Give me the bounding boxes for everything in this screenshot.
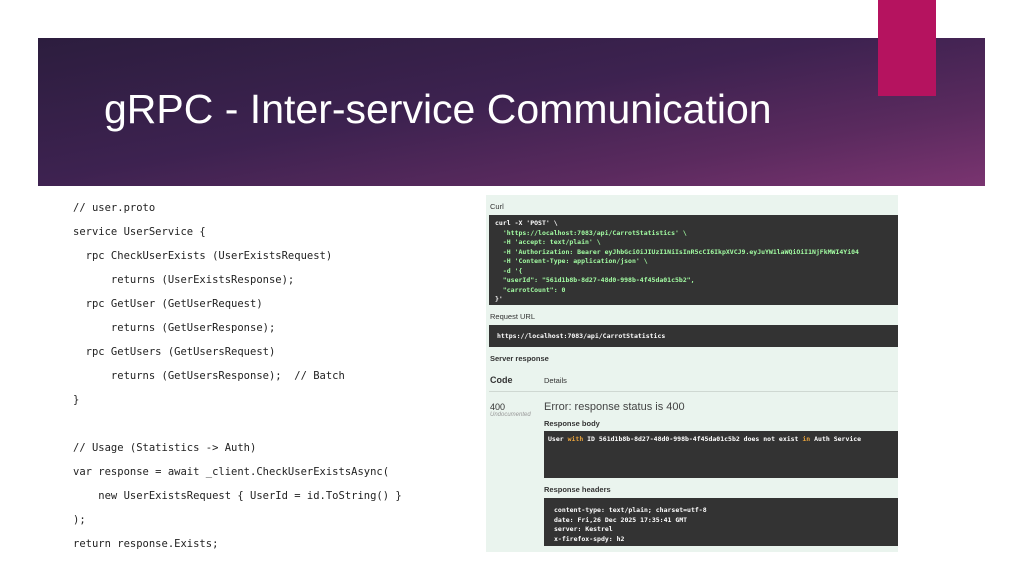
header-line: date: Fri,26 Dec 2025 17:35:41 GMT: [554, 515, 688, 524]
swagger-screenshot: Curl curl -X 'POST' \ 'https://localhost…: [486, 195, 898, 552]
request-url: https://localhost:7083/api/CarrotStatist…: [489, 325, 898, 347]
code-line: returns (GetUsersResponse); // Batch: [73, 370, 345, 382]
curl-line: -H 'Authorization: Bearer eyJhbGciOiJIUz…: [495, 247, 859, 256]
curl-line: curl -X 'POST' \: [495, 219, 558, 227]
curl-line: -H 'Content-Type: application/json' \: [495, 257, 648, 265]
status-code: 400: [490, 402, 506, 412]
code-line: new UserExistsRequest { UserId = id.ToSt…: [73, 490, 402, 502]
error-message: Error: response status is 400: [544, 401, 685, 413]
status-note: Undocumented: [490, 412, 531, 418]
header-line: content-type: text/plain; charset=utf-8: [554, 506, 707, 514]
body-keyword: in: [802, 435, 811, 443]
response-body-label: Response body: [544, 419, 600, 428]
body-text: Auth Service: [810, 435, 862, 443]
code-line: // user.proto: [73, 202, 156, 214]
curl-block: curl -X 'POST' \ 'https://localhost:7083…: [489, 215, 898, 305]
header-line: x-firefox-spdy: h2: [554, 534, 625, 543]
code-line: return response.Exists;: [73, 538, 219, 550]
server-response-label: Server response: [490, 354, 549, 363]
body-text: User: [548, 435, 568, 443]
code-line: rpc CheckUserExists (UserExistsRequest): [73, 250, 333, 262]
curl-line: "carrotCount": 0: [495, 285, 566, 294]
slide-title: gRPC - Inter-service Communication: [104, 86, 772, 132]
code-line: );: [73, 514, 86, 526]
curl-line: -d '{: [495, 266, 523, 275]
code-line: // Usage (Statistics -> Auth): [73, 442, 257, 454]
header-line: server: Kestrel: [554, 525, 613, 533]
accent-block: [878, 0, 936, 96]
curl-line: 'https://localhost:7083/api/CarrotStatis…: [495, 228, 687, 237]
body-text: ID 561d1b8b-8d27-48d0-998b-4f45da01c5b2 …: [583, 435, 803, 443]
code-line: returns (UserExistsResponse);: [73, 274, 295, 286]
code-line: returns (GetUserResponse);: [73, 322, 276, 334]
code-line: service UserService {: [73, 226, 206, 238]
code-line: rpc GetUsers (GetUsersRequest): [73, 346, 276, 358]
code-line: [73, 417, 402, 441]
code-line: var response = await _client.CheckUserEx…: [73, 466, 390, 478]
request-url-label: Request URL: [490, 312, 536, 321]
title-banner: [38, 38, 985, 186]
curl-line: -H 'accept: text/plain' \: [495, 238, 601, 246]
code-line: }: [73, 394, 80, 406]
code-listing: // user.proto service UserService { rpc C…: [73, 201, 402, 561]
curl-line: "userId": "561d1b8b-8d27-48d0-998b-4f45d…: [495, 276, 695, 284]
code-header: Code: [490, 375, 513, 385]
curl-label: Curl: [490, 202, 504, 211]
response-headers-label: Response headers: [544, 485, 611, 494]
curl-line: }': [495, 295, 503, 303]
code-line: rpc GetUser (GetUserRequest): [73, 298, 263, 310]
body-keyword: with: [567, 435, 584, 443]
response-body: User with ID 561d1b8b-8d27-48d0-998b-4f4…: [544, 431, 898, 478]
details-header: Details: [544, 376, 567, 385]
